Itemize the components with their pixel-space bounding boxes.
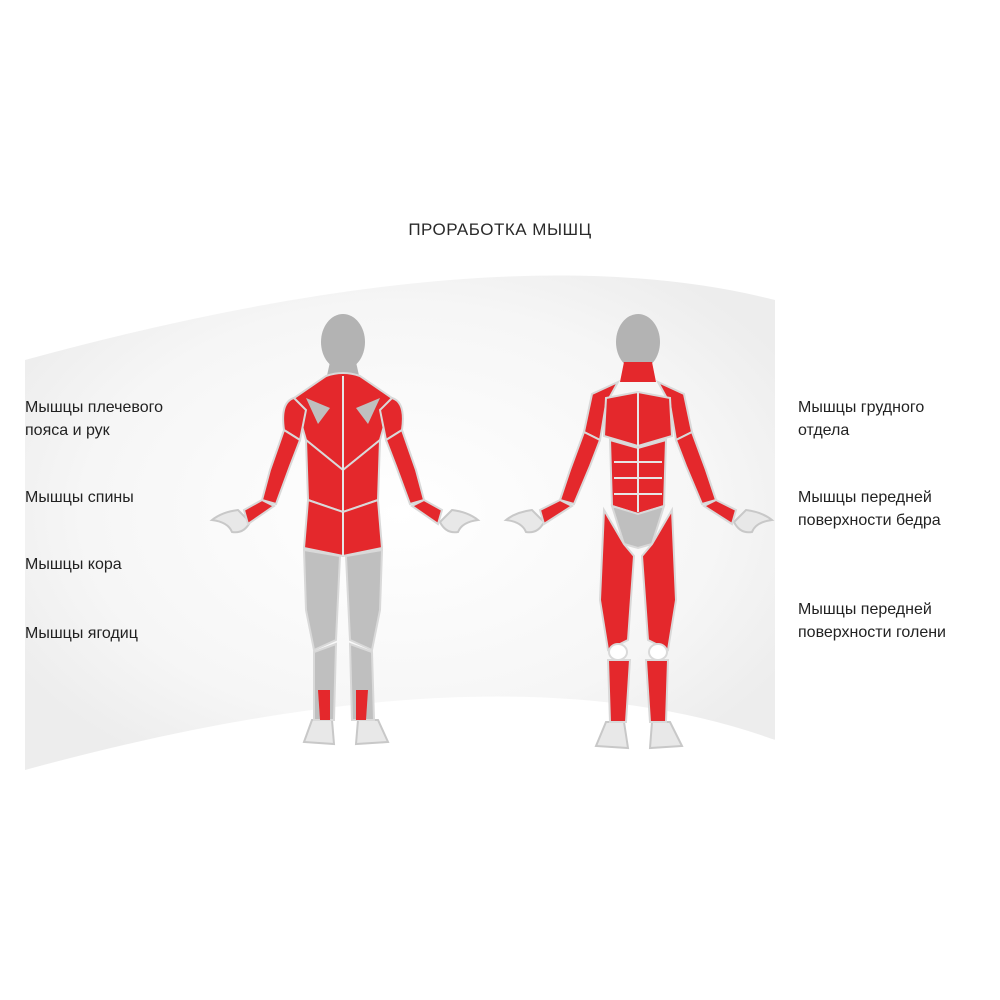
label-back-muscles: Мышцы спины <box>25 489 134 506</box>
bottom-band <box>0 775 1000 1000</box>
label-core-muscles: Мышцы кора <box>25 556 122 573</box>
backdrop-shape <box>25 275 775 770</box>
back-right-hamstring <box>344 548 384 652</box>
front-right-upper-arm <box>674 430 718 506</box>
front-left-shin <box>606 659 632 723</box>
label-glute-muscles: Мышцы ягодиц <box>25 625 138 642</box>
diagram-title: ПРОРАБОТКА МЫШЦ <box>408 220 592 239</box>
back-right-forearm <box>410 498 444 526</box>
back-right-upper-arm <box>384 428 426 506</box>
figure-back-view <box>209 314 481 746</box>
front-right-thigh <box>640 506 678 652</box>
label-front-shin-muscles: Мышцы передней поверхности голени <box>798 601 946 641</box>
back-left-upper-arm <box>260 428 302 506</box>
back-left-hand <box>209 508 252 534</box>
front-left-forearm <box>538 498 575 526</box>
front-right-forearm <box>701 498 738 526</box>
back-left-hamstring <box>302 548 342 652</box>
back-right-achilles <box>356 690 368 720</box>
front-right-shin <box>644 659 670 723</box>
front-right-knee <box>648 643 668 661</box>
back-right-scapula <box>356 398 380 424</box>
front-right-hand <box>732 508 775 534</box>
front-left-thigh <box>598 506 636 652</box>
front-left-knee <box>608 643 628 661</box>
back-left-scapula <box>306 398 330 424</box>
figure-front-view <box>503 314 775 750</box>
front-left-hand <box>503 508 546 534</box>
back-left-achilles <box>318 690 330 720</box>
front-left-upper-arm <box>558 430 602 506</box>
label-chest-muscles: Мышцы грудного отдела <box>798 399 925 439</box>
front-head <box>616 314 660 370</box>
label-shoulder-arm-muscles: Мышцы плечевого пояса и рук <box>25 399 163 439</box>
back-left-forearm <box>242 498 276 526</box>
label-front-thigh-muscles: Мышцы передней поверхности бедра <box>798 489 941 529</box>
back-right-hand <box>438 508 481 534</box>
back-left-foot <box>302 719 336 746</box>
back-head <box>321 314 365 370</box>
front-neck <box>620 362 656 382</box>
